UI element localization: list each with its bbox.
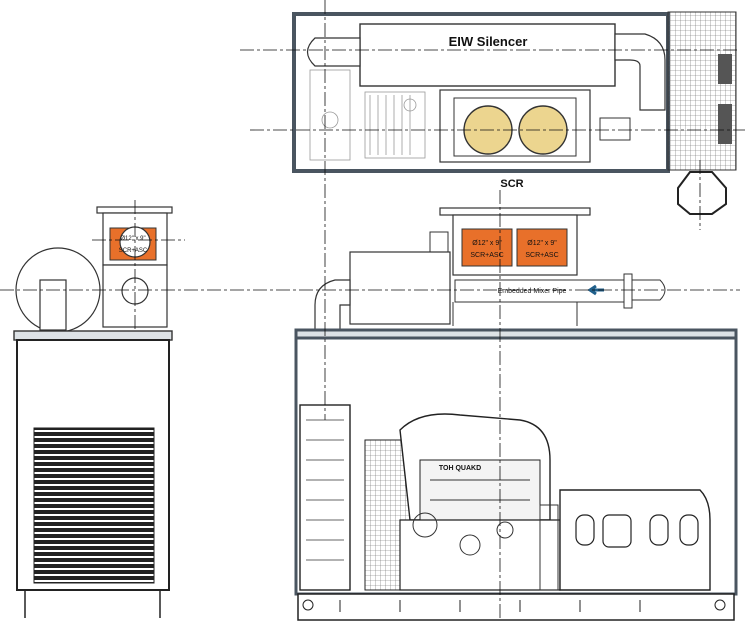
- silencer-body: [359, 23, 616, 87]
- silencer-inlet: [306, 37, 361, 67]
- skid-base: [297, 593, 735, 621]
- genset-side-view: TOH QUAKD: [294, 328, 738, 621]
- scr-right-dim: Ø12" x 9": [527, 240, 557, 247]
- engine-lower: [399, 519, 561, 591]
- left-side-view: Ø12" x 9" SCR+ASC: [13, 206, 173, 618]
- scr-module-left: [461, 228, 513, 267]
- radiator-block-lower: [718, 104, 732, 144]
- scr-side-view: Ø12" x 9" SCR+ASC Ø12" x 9" SCR+ASC Embe…: [314, 207, 666, 331]
- radiator-grille: [667, 11, 737, 171]
- side-scr-dim: Ø12" x 9": [120, 236, 145, 242]
- engine-brand: TOH QUAKD: [439, 465, 481, 472]
- mixer-stub-top: [599, 117, 631, 141]
- fan-hub-outline: [677, 171, 727, 215]
- scr-left-type: SCR+ASC: [470, 252, 503, 259]
- side-elbow: [314, 279, 351, 331]
- side-scr-type: SCR+ASC: [119, 248, 148, 254]
- scr-title: SCR: [500, 178, 523, 190]
- side-roof: [13, 330, 173, 341]
- alternator-windows: [575, 514, 699, 548]
- radiator-block-upper: [718, 54, 732, 84]
- side-louver: [33, 427, 155, 584]
- scr-module-right: [516, 228, 568, 267]
- radiator-side: [299, 404, 351, 591]
- engine-parts: [412, 479, 559, 591]
- silencer-side-body: [349, 251, 451, 325]
- scr-right-type: SCR+ASC: [525, 252, 558, 259]
- outlet-elbow: [614, 33, 666, 111]
- scr-left-dim: Ø12" x 9": [472, 240, 502, 247]
- engine-top-detail: [309, 69, 426, 161]
- alternator-housing: [559, 489, 711, 591]
- skid-holes: [302, 599, 726, 612]
- silencer-label: EIW Silencer: [449, 34, 528, 49]
- top-plan-view: EIW Silencer: [292, 11, 737, 215]
- mixer-pipe-label: Embedded Mixer Pipe: [498, 288, 567, 295]
- center-lines: [0, 0, 745, 620]
